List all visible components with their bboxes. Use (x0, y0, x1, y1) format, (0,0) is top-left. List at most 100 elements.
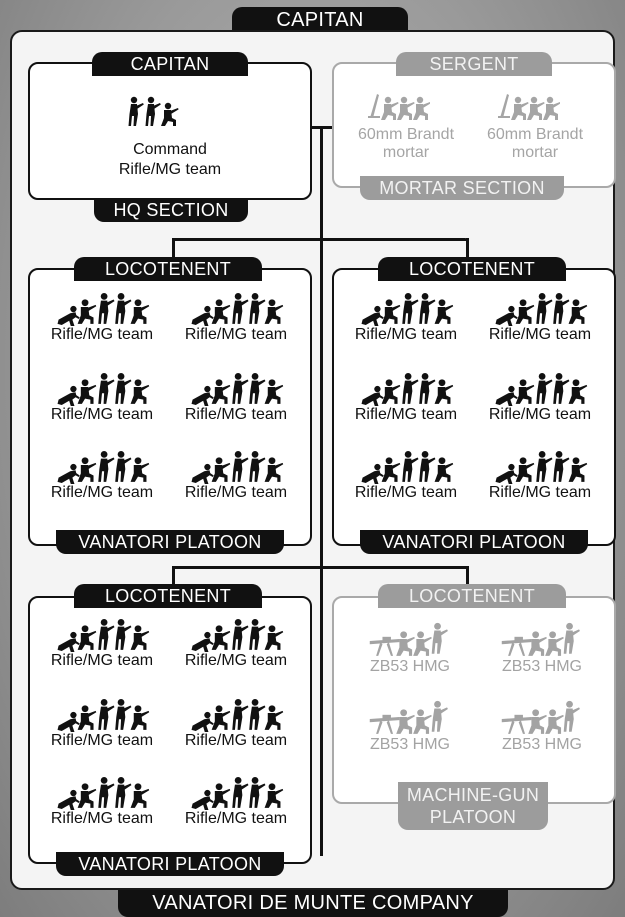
rifle-team-icon (52, 696, 152, 732)
hmg-team-icon (360, 700, 460, 736)
rifle-team-icon (356, 370, 456, 406)
platoon1-team-3: Rifle/MG team (36, 370, 168, 424)
platoon3-team-5: Rifle/MG team (36, 774, 168, 828)
platoon1-label: VANATORI PLATOON (78, 532, 262, 552)
platoon3-label-tab: VANATORI PLATOON (56, 852, 284, 876)
mg-platoon-commander-tab: LOCOTENENT (378, 584, 566, 608)
team-label: Rifle/MG team (354, 406, 458, 423)
rifle-team-icon (356, 448, 456, 484)
mortar-commander-title: SERGENT (429, 54, 519, 74)
rifle-team-icon (186, 696, 286, 732)
hmg-team-icon (492, 700, 592, 736)
team-label: Rifle/MG team (184, 406, 288, 423)
platoon1-team-1: Rifle/MG team (36, 290, 168, 344)
team-label: Rifle/MG team (50, 652, 154, 669)
platoon2-label: VANATORI PLATOON (382, 532, 566, 552)
team-label: ZB53 HMG (501, 736, 582, 753)
team-label: Rifle/MG team (50, 406, 154, 423)
hq-commander-title: CAPITAN (130, 54, 210, 74)
connector-row1-left-drop (172, 238, 175, 260)
team-label: Rifle/MG team (184, 484, 288, 501)
hq-team-line2: Rifle/MG team (118, 161, 222, 178)
rifle-team-icon (186, 616, 286, 652)
platoon2-team-1: Rifle/MG team (340, 290, 472, 344)
connector-hq-mortar (300, 126, 340, 129)
mortar-team-label-1: 60mm Brandt mortar (352, 126, 460, 162)
platoon2-team-5: Rifle/MG team (340, 448, 472, 502)
platoon3-team-4: Rifle/MG team (170, 696, 302, 750)
rifle-team-icon (52, 290, 152, 326)
mortar-team-1-line1: 60mm Brandt (357, 126, 455, 143)
rifle-team-icon (490, 370, 590, 406)
platoon3-team-1: Rifle/MG team (36, 616, 168, 670)
command-team-icon (126, 92, 182, 132)
company-name: VANATORI DE MUNTE COMPANY (152, 892, 474, 914)
mg-team-1: ZB53 HMG (344, 622, 476, 676)
rifle-team-icon (52, 774, 152, 810)
mortar-team-1-line2: mortar (382, 144, 430, 161)
platoon1-team-5: Rifle/MG team (36, 448, 168, 502)
mortar-team-2-line2: mortar (511, 144, 559, 161)
team-label: Rifle/MG team (50, 810, 154, 827)
mortar-team-icon-2 (496, 86, 560, 122)
connector-row1-right-drop (466, 238, 469, 260)
mg-platoon-commander-title: LOCOTENENT (408, 586, 535, 606)
platoon3-team-6: Rifle/MG team (170, 774, 302, 828)
platoon3-label: VANATORI PLATOON (78, 854, 262, 874)
hq-section-label-tab: HQ SECTION (94, 198, 248, 222)
team-label: Rifle/MG team (184, 810, 288, 827)
platoon3-commander-tab: LOCOTENENT (74, 584, 262, 608)
platoon3-commander-title: LOCOTENENT (104, 586, 231, 606)
hq-section-label: HQ SECTION (113, 200, 229, 220)
platoon2-commander-tab: LOCOTENENT (378, 257, 566, 281)
team-label: Rifle/MG team (50, 732, 154, 749)
mortar-section-label: MORTAR SECTION (379, 178, 545, 198)
rifle-team-icon (52, 616, 152, 652)
mg-team-2: ZB53 HMG (476, 622, 608, 676)
rifle-team-icon (490, 448, 590, 484)
connector-row2-right-drop (466, 566, 469, 586)
hq-team-line1: Command (133, 141, 207, 158)
platoon1-team-6: Rifle/MG team (170, 448, 302, 502)
platoon1-team-4: Rifle/MG team (170, 370, 302, 424)
platoon1-commander-title: LOCOTENENT (104, 259, 231, 279)
team-label: Rifle/MG team (488, 406, 592, 423)
platoon1-commander-tab: LOCOTENENT (74, 257, 262, 281)
hmg-team-icon (360, 622, 460, 658)
mortar-commander-tab: SERGENT (396, 52, 552, 76)
platoon2-team-4: Rifle/MG team (474, 370, 606, 424)
team-label: Rifle/MG team (184, 326, 288, 343)
mortar-team-label-2: 60mm Brandt mortar (480, 126, 590, 162)
mg-team-3: ZB53 HMG (344, 700, 476, 754)
platoon2-label-tab: VANATORI PLATOON (360, 530, 588, 554)
team-label: Rifle/MG team (184, 652, 288, 669)
platoon2-team-2: Rifle/MG team (474, 290, 606, 344)
hq-team-label: Command Rifle/MG team (70, 140, 270, 180)
mg-platoon-label-tab: MACHINE-GUN PLATOON (398, 782, 548, 830)
mortar-team-2-line1: 60mm Brandt (486, 126, 584, 143)
mg-team-4: ZB53 HMG (476, 700, 608, 754)
mortar-team-icon-1 (366, 86, 430, 122)
team-label: Rifle/MG team (50, 484, 154, 501)
team-label: ZB53 HMG (501, 658, 582, 675)
rifle-team-icon (52, 448, 152, 484)
team-label: ZB53 HMG (369, 658, 450, 675)
rifle-team-icon (186, 448, 286, 484)
rifle-team-icon (186, 774, 286, 810)
connector-row1 (172, 238, 468, 241)
team-label: Rifle/MG team (488, 484, 592, 501)
team-label: Rifle/MG team (50, 326, 154, 343)
platoon1-label-tab: VANATORI PLATOON (56, 530, 284, 554)
rifle-team-icon (490, 290, 590, 326)
rifle-team-icon (356, 290, 456, 326)
platoon2-commander-title: LOCOTENENT (408, 259, 535, 279)
rifle-team-icon (52, 370, 152, 406)
company-name-tab: VANATORI DE MUNTE COMPANY (118, 890, 508, 917)
mg-platoon-label-line1: MACHINE-GUN (406, 785, 540, 805)
rifle-team-icon (186, 290, 286, 326)
team-label: Rifle/MG team (488, 326, 592, 343)
mortar-section-label-tab: MORTAR SECTION (360, 176, 564, 200)
mortar-section-box (332, 62, 616, 188)
company-commander-title: CAPITAN (276, 9, 364, 31)
hmg-team-icon (492, 622, 592, 658)
